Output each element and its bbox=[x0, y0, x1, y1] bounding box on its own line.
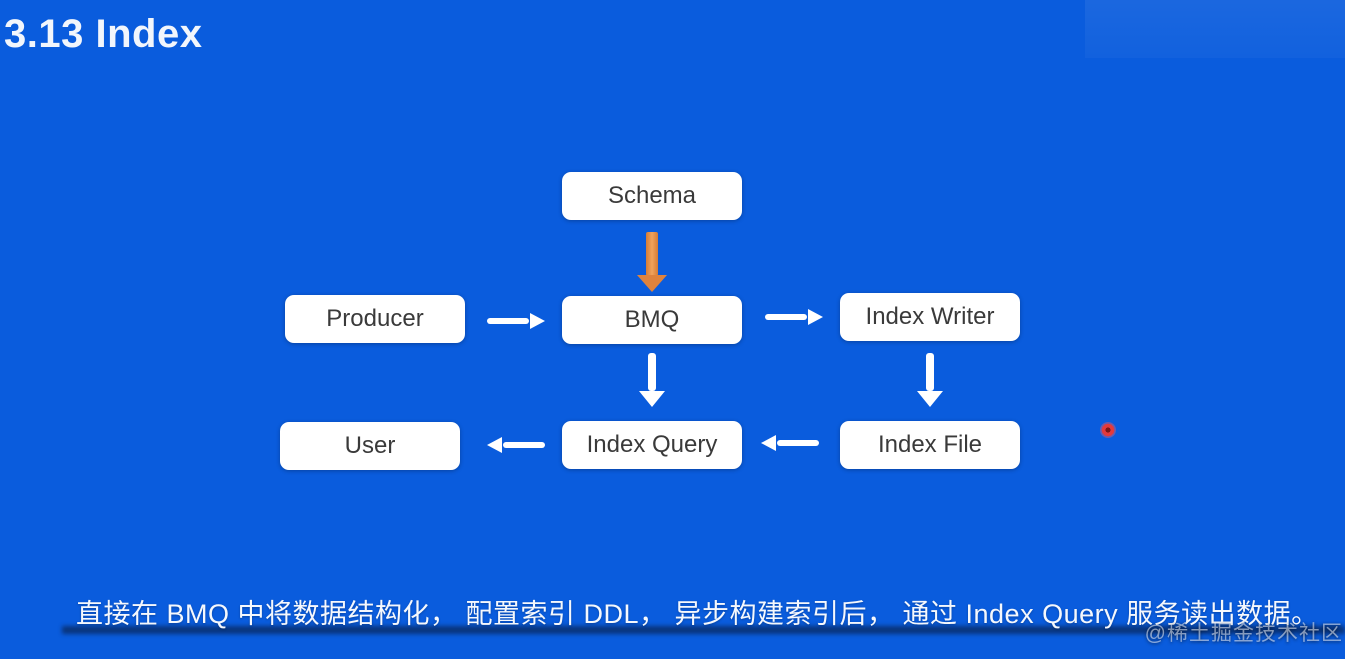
arrow-head bbox=[530, 313, 545, 329]
top-right-highlight-overlay bbox=[1085, 0, 1345, 58]
arrow-head bbox=[917, 391, 943, 407]
node-index-file-label: Index File bbox=[877, 431, 983, 458]
watermark: @稀土掘金技术社区 bbox=[1144, 622, 1343, 645]
node-producer: Producer bbox=[285, 295, 465, 343]
arrow-shaft bbox=[646, 232, 658, 276]
arrow-shaft bbox=[777, 440, 819, 446]
arrow-schema-to-bmq-icon bbox=[637, 232, 667, 292]
arrow-head bbox=[808, 309, 823, 325]
arrow-shaft bbox=[503, 442, 545, 448]
arrow-shaft bbox=[926, 353, 934, 391]
node-index-file: Index File bbox=[840, 421, 1020, 469]
arrow-shaft bbox=[648, 353, 656, 391]
arrow-index-file-to-index-query-icon bbox=[761, 435, 819, 451]
node-user: User bbox=[280, 422, 460, 470]
arrow-producer-to-bmq-icon bbox=[487, 313, 545, 329]
caption-text: 直接在 BMQ 中将数据结构化， 配置索引 DDL， 异步构建索引后， 通过 I… bbox=[76, 599, 1319, 629]
page-title: 3.13 Index bbox=[4, 12, 203, 56]
arrow-index-writer-to-index-file-icon bbox=[917, 353, 943, 407]
arrow-index-query-to-user-icon bbox=[487, 437, 545, 453]
arrow-head bbox=[761, 435, 776, 451]
node-bmq: BMQ bbox=[562, 296, 742, 344]
arrow-head bbox=[637, 275, 667, 292]
arrow-bmq-to-index-query-icon bbox=[639, 353, 665, 407]
arrow-bmq-to-index-writer-icon bbox=[765, 309, 823, 325]
node-index-query-label: Index Query bbox=[586, 431, 718, 458]
arrow-head bbox=[639, 391, 665, 407]
node-bmq-label: BMQ bbox=[624, 306, 680, 333]
red-pointer-dot-icon bbox=[1100, 422, 1116, 438]
caption-shadow-band bbox=[62, 626, 1345, 634]
node-index-query: Index Query bbox=[562, 421, 742, 469]
arrow-shaft bbox=[487, 318, 529, 324]
arrow-head bbox=[487, 437, 502, 453]
node-schema-label: Schema bbox=[607, 182, 697, 209]
node-user-label: User bbox=[344, 432, 396, 459]
node-index-writer-label: Index Writer bbox=[865, 303, 995, 330]
arrow-shaft bbox=[765, 314, 807, 320]
node-index-writer: Index Writer bbox=[840, 293, 1020, 341]
node-producer-label: Producer bbox=[326, 305, 424, 332]
node-schema: Schema bbox=[562, 172, 742, 220]
